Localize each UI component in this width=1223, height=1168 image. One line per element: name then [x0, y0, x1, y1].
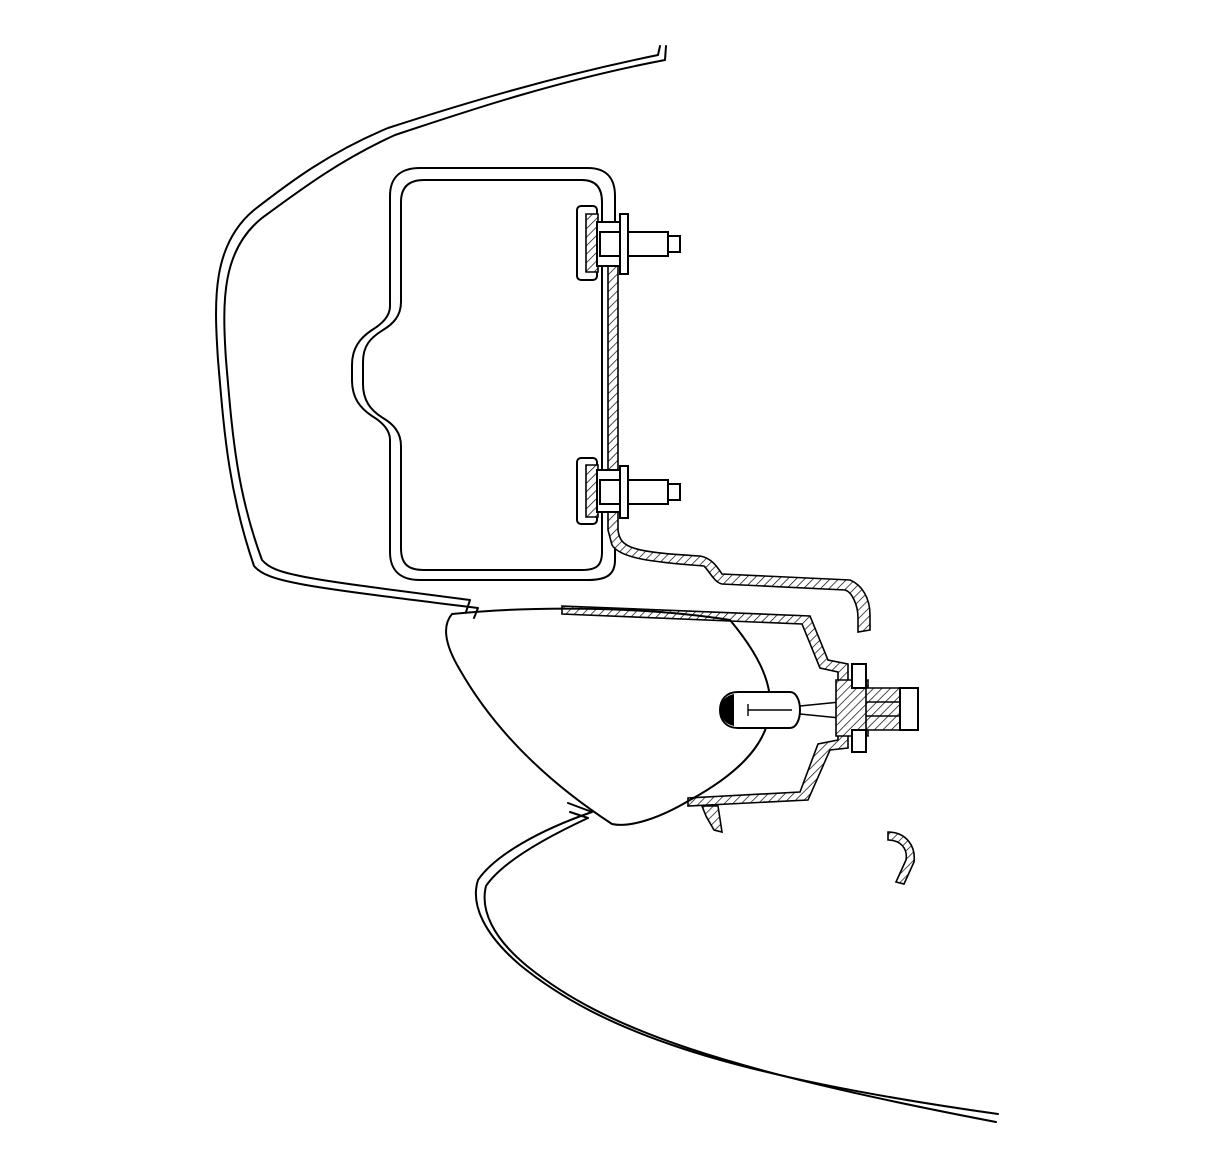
retaining-clip — [888, 832, 914, 884]
lower-body-panel — [476, 803, 998, 1122]
lower-fastener — [577, 458, 680, 524]
lamp-lens — [446, 609, 770, 825]
upper-fastener — [577, 206, 680, 280]
bulb-socket-connector — [836, 664, 918, 752]
trim-panel — [352, 168, 615, 580]
mounting-bracket — [608, 222, 870, 632]
upper-body-panel — [216, 46, 666, 618]
bulb — [720, 692, 840, 728]
lamp-housing — [562, 606, 848, 832]
